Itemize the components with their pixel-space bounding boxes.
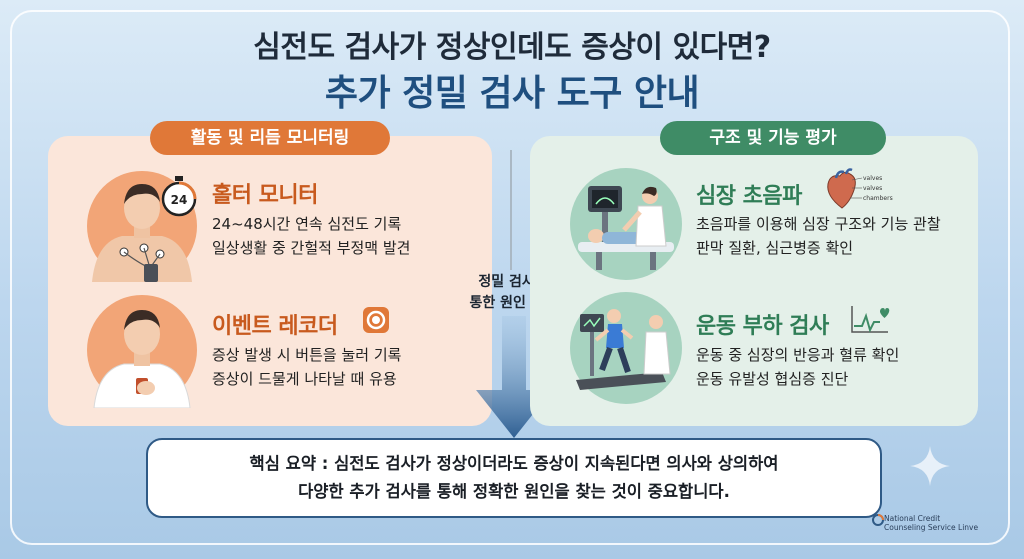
infographic-frame bbox=[10, 10, 1010, 545]
heart-label-valves-1: valves bbox=[863, 175, 882, 182]
page-title-line2: 추가 정밀 검사 도구 안내 bbox=[324, 73, 700, 114]
heart-label-chambers: chambers bbox=[863, 195, 893, 202]
exercise-stress-test-desc-line2: 운동 유발성 협심증 진단 bbox=[696, 370, 849, 388]
section-label-structure: 구조 및 기능 평가 bbox=[660, 121, 886, 155]
center-divider bbox=[510, 150, 512, 270]
event-recorder-desc-line1: 증상 발생 시 버튼을 눌러 기록 bbox=[212, 346, 402, 364]
heart-anatomy-icon: valves valves chambers bbox=[827, 168, 893, 209]
stopwatch-label: 24 bbox=[171, 193, 188, 207]
echocardiography-desc-line2: 판막 질환, 심근병증 확인 bbox=[696, 239, 854, 257]
exercise-stress-test-desc-line1: 운동 중 심장의 반응과 혈류 확인 bbox=[696, 346, 900, 364]
section-label-activity: 활동 및 리듬 모니터링 bbox=[150, 121, 390, 155]
record-button-icon bbox=[363, 307, 389, 333]
event-recorder-patient-illustration bbox=[87, 295, 197, 408]
echocardiography-illustration bbox=[570, 168, 682, 280]
logo-line2: Counseling Service Linve bbox=[884, 523, 979, 532]
exercise-stress-test-illustration bbox=[570, 292, 682, 404]
echocardiography-title: 심장 초음파 bbox=[696, 184, 802, 209]
holter-desc-line1: 24~48시간 연속 심전도 기록 bbox=[212, 215, 402, 233]
page-title-line1: 심전도 검사가 정상인데도 증상이 있다면? bbox=[253, 30, 771, 65]
sparkle-icon bbox=[910, 446, 950, 486]
event-recorder-title: 이벤트 레코더 bbox=[212, 314, 338, 339]
heart-label-valves-2: valves bbox=[863, 185, 882, 192]
event-recorder-desc-line2: 증상이 드물게 나타날 때 유용 bbox=[212, 370, 397, 388]
summary-line2: 다양한 추가 검사를 통해 정확한 원인을 찾는 것이 중요합니다. bbox=[298, 482, 730, 501]
ecg-heart-icon bbox=[851, 306, 890, 333]
exercise-stress-test-title: 운동 부하 검사 bbox=[696, 314, 829, 339]
summary-line1: 핵심 요약 : 심전도 검사가 정상이더라도 증상이 지속된다면 의사와 상의하… bbox=[249, 454, 779, 473]
logo-line1: National Credit bbox=[884, 514, 941, 523]
holter-desc-line2: 일상생활 중 간헐적 부정맥 발견 bbox=[212, 239, 411, 257]
summary-box: 핵심 요약 : 심전도 검사가 정상이더라도 증상이 지속된다면 의사와 상의하… bbox=[146, 438, 882, 518]
organization-logo-text: National Credit Counseling Service Linve bbox=[884, 514, 978, 532]
logo-mark-icon bbox=[872, 514, 884, 526]
stopwatch-icon: 24 bbox=[161, 176, 197, 217]
holter-monitor-title: 홀터 모니터 bbox=[212, 183, 318, 208]
echocardiography-desc-line1: 초음파를 이용해 심장 구조와 기능 관찰 bbox=[696, 215, 941, 233]
